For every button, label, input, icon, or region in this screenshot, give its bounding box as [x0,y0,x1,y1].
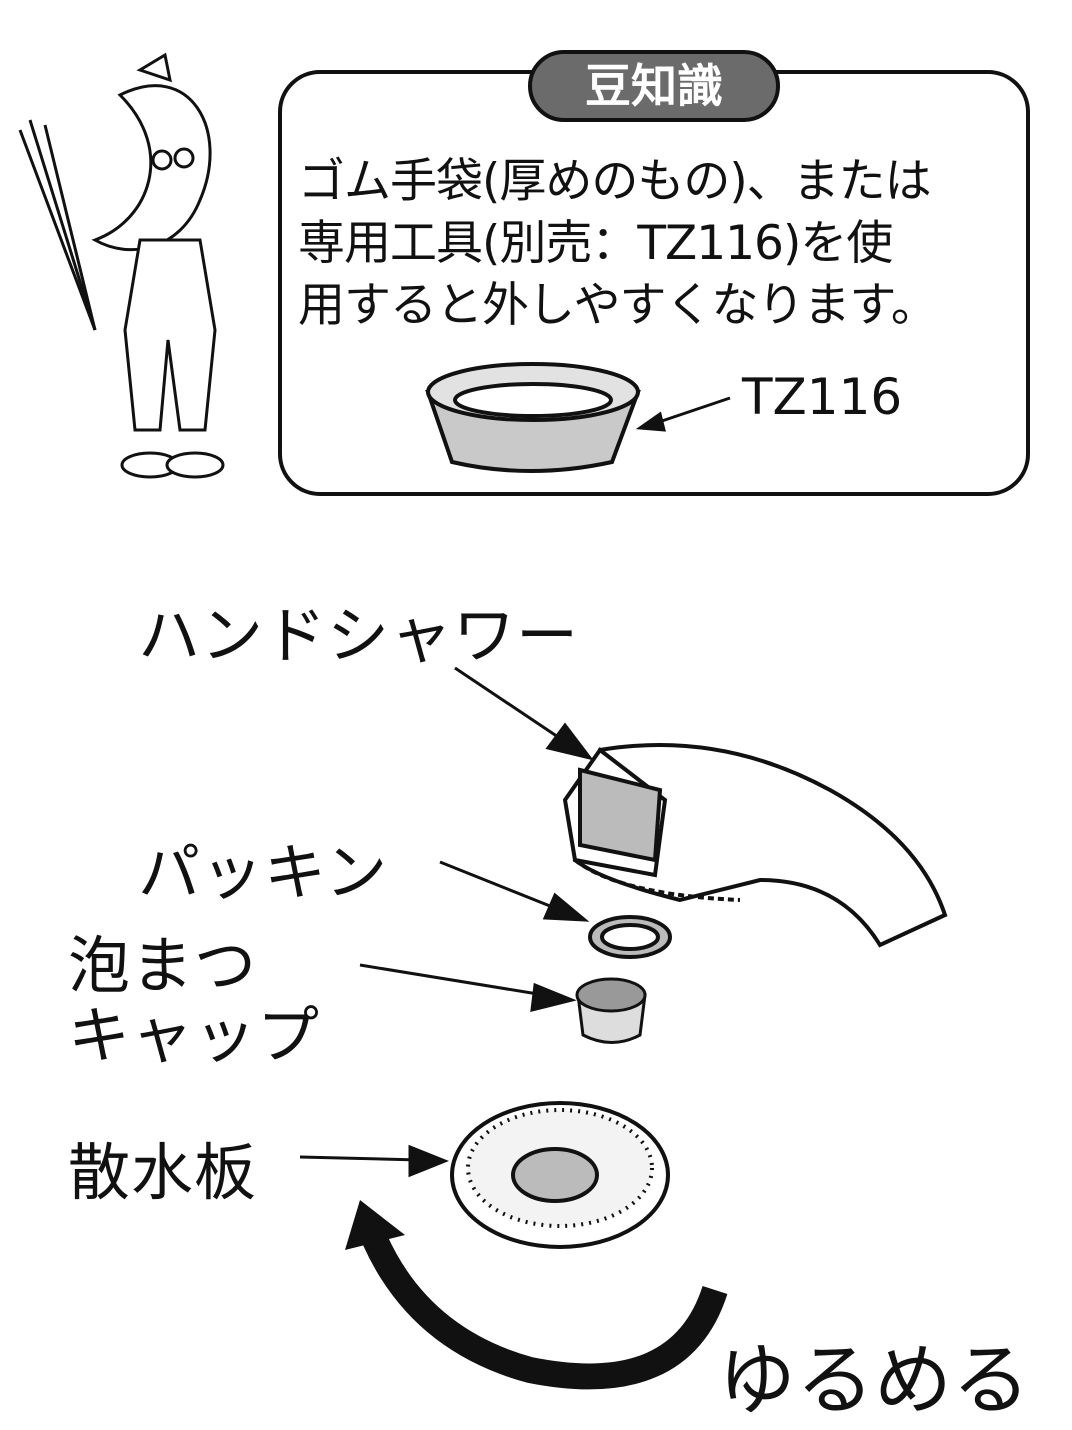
loosen-arrowhead-icon [345,1200,405,1250]
hand-shower-icon [562,743,948,948]
label-foam-cap-1: 泡まつ [68,929,258,1002]
label-hand-shower: ハンドシャワー [138,599,580,672]
action-label: ゆるめる [718,1336,1031,1426]
arrow-icon [299,396,731,1178]
label-packing: パッキン [138,836,389,909]
tip-line-3: 用すると外しやすくなります。 [298,278,938,333]
tip-title: 豆知識 [528,50,780,122]
foam-cap-icon [575,977,647,1044]
tip-line-2: 専用工具(別売：TZ116)を使 [298,216,893,271]
loosen-arrow-icon [363,1234,728,1390]
tip-line-1: ゴム手袋(厚めのもの)、または [298,154,932,209]
spray-plate-icon [450,1101,670,1249]
tz116-tool-icon [425,362,641,473]
packing-icon [588,915,672,959]
label-spray-plate: 散水板 [68,1136,258,1209]
mascot-icon [18,52,225,479]
label-foam-cap-2: キャップ [68,999,321,1072]
tool-label: TZ116 [742,368,903,426]
